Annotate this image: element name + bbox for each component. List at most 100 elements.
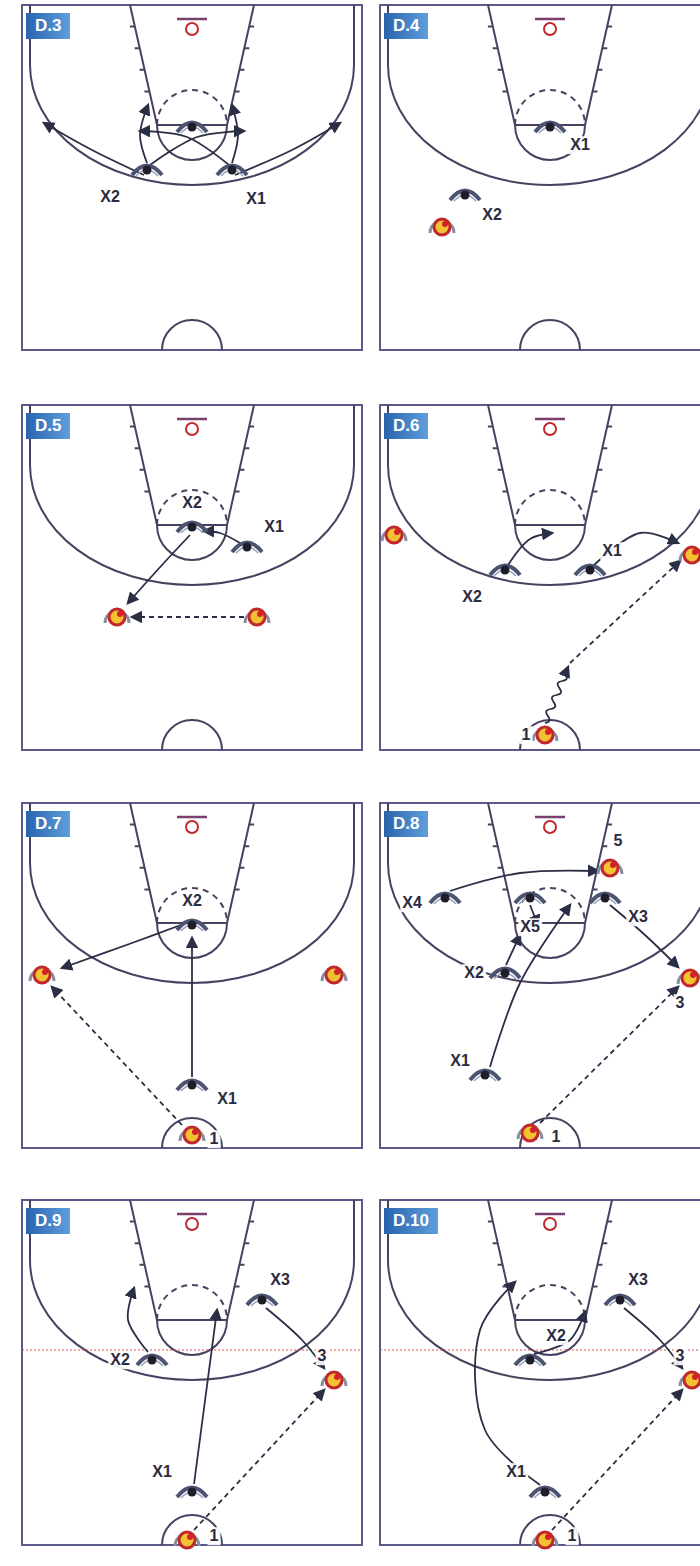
lane-lines bbox=[130, 803, 254, 923]
move-arrow bbox=[140, 105, 148, 163]
player-label: 1 bbox=[208, 1527, 221, 1545]
center-circle bbox=[520, 1118, 580, 1148]
player-label: X3 bbox=[626, 908, 650, 926]
court-panel bbox=[380, 1200, 700, 1548]
defender-symbol bbox=[177, 921, 207, 932]
attacker-symbol bbox=[680, 547, 700, 563]
panel-number: D.7 bbox=[35, 814, 61, 833]
court-border bbox=[380, 405, 700, 750]
free-throw-circle bbox=[515, 490, 585, 525]
player-label: 3 bbox=[674, 994, 687, 1012]
basket bbox=[544, 23, 556, 35]
lane-mark bbox=[130, 26, 254, 28]
player-label: X1 bbox=[262, 518, 286, 536]
player-label: X1 bbox=[244, 190, 268, 208]
lane-mark bbox=[502, 888, 597, 890]
defender-symbol bbox=[605, 1296, 635, 1307]
player-label: X1 bbox=[600, 542, 624, 560]
three-point-line bbox=[388, 5, 700, 185]
panel-number: D.3 bbox=[35, 16, 61, 35]
defender-symbol bbox=[490, 566, 520, 577]
player-label: X2 bbox=[544, 1327, 568, 1345]
move-arrow bbox=[128, 535, 190, 603]
lane-lines bbox=[488, 1200, 612, 1320]
three-point-line bbox=[30, 5, 354, 185]
move-arrow bbox=[62, 923, 186, 968]
backboard bbox=[535, 1213, 565, 1216]
attacker-symbol bbox=[518, 1125, 542, 1141]
player-label: 1 bbox=[550, 1128, 563, 1146]
lane-mark bbox=[488, 426, 612, 428]
court-border bbox=[22, 1200, 362, 1545]
defender-symbol bbox=[490, 969, 520, 980]
move-arrow bbox=[610, 905, 678, 967]
free-throw-circle bbox=[157, 888, 227, 923]
panel-number: D.5 bbox=[35, 416, 61, 435]
court-panel bbox=[22, 405, 362, 750]
attacker-symbol bbox=[245, 609, 269, 625]
lane-mark bbox=[493, 447, 608, 449]
basket bbox=[544, 821, 556, 833]
lane-mark bbox=[498, 867, 603, 869]
move-arrow bbox=[450, 871, 598, 891]
pass-arrow bbox=[540, 987, 678, 1123]
lane-lines bbox=[130, 5, 254, 125]
panel-tag: D.5 bbox=[26, 413, 70, 439]
move-arrow bbox=[475, 1282, 540, 1485]
court-panel bbox=[22, 1200, 362, 1548]
center-circle bbox=[520, 720, 580, 750]
court-panel bbox=[22, 803, 362, 1148]
player-label: X1 bbox=[215, 1090, 239, 1108]
court-border bbox=[380, 1200, 700, 1545]
attacker-symbol bbox=[382, 527, 406, 543]
pass-arrow bbox=[570, 561, 680, 663]
backboard bbox=[177, 418, 207, 421]
player-label: 1 bbox=[520, 726, 533, 744]
basket bbox=[544, 1218, 556, 1230]
lane-mark bbox=[144, 90, 239, 92]
panel-number: D.6 bbox=[393, 416, 419, 435]
lane-mark bbox=[144, 1285, 239, 1287]
defender-symbol bbox=[535, 123, 565, 134]
attacker-symbol bbox=[598, 860, 622, 876]
lane-mark bbox=[140, 469, 245, 471]
lane-mark bbox=[493, 845, 608, 847]
center-circle bbox=[162, 1118, 222, 1148]
defender-symbol bbox=[515, 894, 545, 905]
move-arrow bbox=[594, 533, 678, 565]
lane-mark bbox=[498, 69, 603, 71]
player-label: X4 bbox=[400, 894, 424, 912]
defender-symbol bbox=[450, 191, 480, 202]
move-arrow bbox=[508, 533, 552, 565]
attacker-symbol bbox=[678, 970, 700, 986]
basket bbox=[186, 423, 198, 435]
panel-tag: D.4 bbox=[384, 13, 428, 39]
court-panel bbox=[380, 803, 700, 1148]
lane-mark bbox=[493, 47, 608, 49]
player-label: X1 bbox=[448, 1052, 472, 1070]
center-circle bbox=[162, 320, 222, 350]
move-arrow bbox=[150, 131, 244, 165]
player-label: 1 bbox=[208, 1130, 221, 1148]
lane-lines bbox=[488, 803, 612, 923]
attacker-symbol bbox=[680, 1372, 700, 1388]
basket bbox=[544, 423, 556, 435]
panel-tag: D.10 bbox=[384, 1208, 438, 1234]
lane-mark bbox=[140, 1264, 245, 1266]
backboard bbox=[177, 18, 207, 21]
court-border bbox=[380, 803, 700, 1148]
attacker-symbol bbox=[322, 967, 346, 983]
three-point-line bbox=[30, 1200, 354, 1380]
basket bbox=[186, 23, 198, 35]
move-arrow bbox=[204, 531, 240, 543]
panel-tag: D.3 bbox=[26, 13, 70, 39]
player-label: X2 bbox=[480, 206, 504, 224]
lane-mark bbox=[130, 1221, 254, 1223]
defender-symbol bbox=[177, 123, 207, 134]
move-arrow bbox=[490, 905, 570, 1067]
lane-mark bbox=[502, 1285, 597, 1287]
player-label: X2 bbox=[180, 494, 204, 512]
backboard bbox=[535, 816, 565, 819]
attacker-symbol bbox=[322, 1372, 346, 1388]
